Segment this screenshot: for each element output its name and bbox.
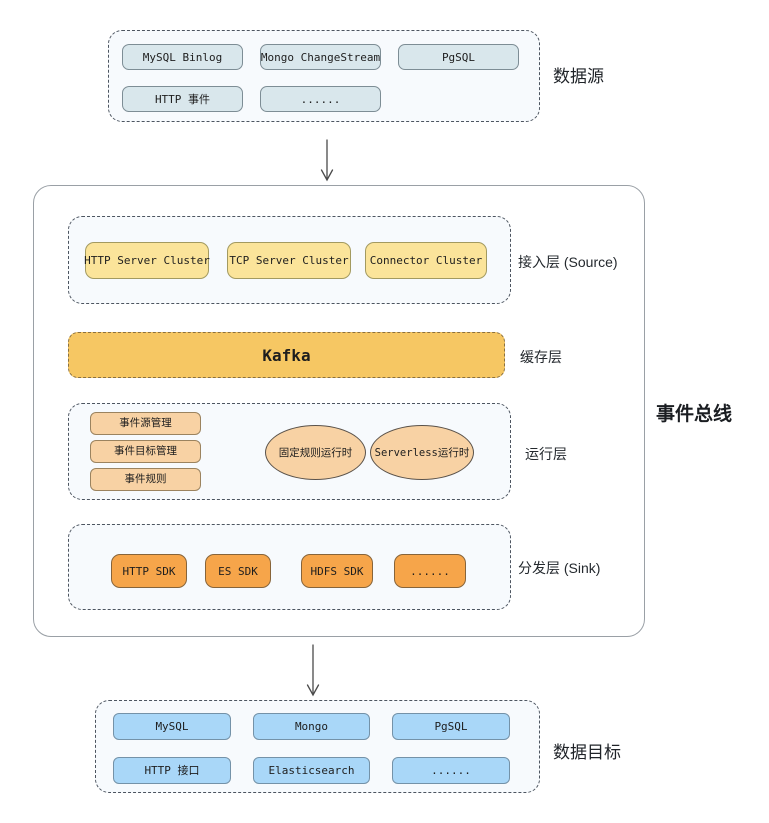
runtime-node-event-source-mgmt: 事件源管理 <box>90 412 201 435</box>
runtime-ellipse-fixed-rule-runtime: 固定规则运行时 <box>265 425 366 480</box>
sink-layer-label: 分发层 (Sink) <box>518 560 601 576</box>
target-node-pgsql: PgSQL <box>392 713 510 740</box>
kafka-node: Kafka <box>68 332 505 378</box>
runtime-ellipse-serverless-runtime: Serverless运行时 <box>370 425 474 480</box>
runtime-layer-label: 运行层 <box>525 446 567 462</box>
sink-node-hdfs-sdk: HDFS SDK <box>301 554 373 588</box>
arrow-bus-to-target <box>306 644 320 697</box>
source-node-mongo-changestream: Mongo ChangeStream <box>260 44 381 70</box>
arrow-source-to-bus <box>320 139 334 182</box>
cache-layer-label: 缓存层 <box>520 349 562 365</box>
target-node-elasticsearch: Elasticsearch <box>253 757 370 784</box>
event-bus-label: 事件总线 <box>656 404 733 425</box>
access-node-http-server-cluster: HTTP Server Cluster <box>84 242 210 279</box>
sink-node-es-sdk: ES SDK <box>205 554 271 588</box>
access-layer-label: 接入层 (Source) <box>518 254 618 270</box>
target-node-mysql: MySQL <box>113 713 231 740</box>
access-node-connector-cluster: Connector Cluster <box>365 242 487 279</box>
data-target-label: 数据目标 <box>553 743 621 762</box>
runtime-node-event-target-mgmt: 事件目标管理 <box>90 440 201 463</box>
access-node-tcp-server-cluster: TCP Server Cluster <box>227 242 351 279</box>
runtime-node-event-rules: 事件规则 <box>90 468 201 491</box>
source-node-mysql-binlog: MySQL Binlog <box>122 44 243 70</box>
source-node-pgsql: PgSQL <box>398 44 519 70</box>
target-node-mongo: Mongo <box>253 713 370 740</box>
target-node-ellipsis: ...... <box>392 757 510 784</box>
data-source-label: 数据源 <box>553 67 604 86</box>
target-node-http-api: HTTP 接口 <box>113 757 231 784</box>
source-node-http-event: HTTP 事件 <box>122 86 243 112</box>
sink-node-ellipsis: ...... <box>394 554 466 588</box>
sink-node-http-sdk: HTTP SDK <box>111 554 187 588</box>
source-node-ellipsis: ...... <box>260 86 381 112</box>
